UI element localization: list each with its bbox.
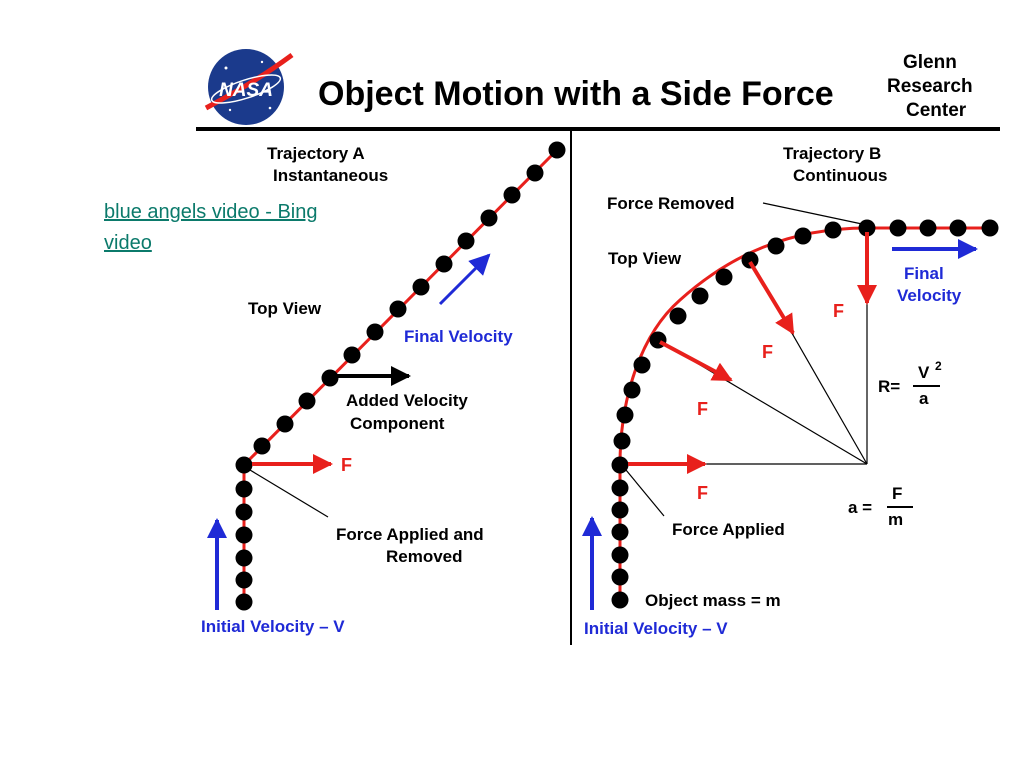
force-label-b-4: F	[697, 483, 708, 503]
center-label: Center	[906, 100, 967, 121]
initial-velocity-label-a: Initial Velocity – V	[201, 617, 345, 636]
initial-velocity-label-b: Initial Velocity – V	[584, 619, 728, 638]
accel-equation-lhs: a =	[848, 498, 872, 517]
radius-equation-numerator: V	[918, 363, 930, 382]
force-removed-pointer	[762, 202, 863, 225]
final-velocity-arrow-a	[438, 253, 491, 306]
trajectory-b-dots	[611, 219, 999, 609]
force-removed-label: Force Removed	[607, 194, 735, 213]
final-velocity-label-a: Final Velocity	[404, 327, 513, 346]
trajectory-b-heading: Trajectory B	[783, 144, 881, 163]
force-label-b-2: F	[762, 342, 773, 362]
force-applied-label-a: Force Applied and	[336, 525, 484, 544]
radius-equation-exponent: 2	[935, 359, 942, 373]
trajectory-a-heading: Trajectory A	[267, 144, 365, 163]
trajectory-a-dots	[235, 141, 566, 611]
added-velocity-label-2: Component	[350, 414, 445, 433]
trajectory-b-subheading: Continuous	[793, 166, 887, 185]
page-title: Object Motion with a Side Force	[318, 75, 834, 113]
top-view-label-a: Top View	[248, 299, 322, 318]
force-applied-pointer-b	[625, 469, 665, 517]
glenn-label: Glenn	[903, 52, 957, 73]
force-applied-label-b: Force Applied	[672, 520, 785, 539]
trajectory-b-panel: Trajectory B Continuous	[582, 144, 999, 638]
radius-equation-denominator: a	[919, 389, 929, 408]
top-view-label-b: Top View	[608, 249, 682, 268]
force-label-a: F	[341, 455, 352, 475]
accel-equation-numerator: F	[892, 484, 902, 503]
trajectory-a-panel: Trajectory A Instantaneous	[201, 141, 566, 636]
video-link[interactable]: blue angels video - Bing video	[104, 201, 318, 254]
accel-equation-denominator: m	[888, 510, 903, 529]
research-label: Research	[887, 76, 973, 97]
final-velocity-label-b: Final	[904, 264, 944, 283]
radius-equation-lhs: R=	[878, 377, 900, 396]
object-mass-label: Object mass = m	[645, 591, 781, 610]
force-applied-label-a-2: Removed	[386, 547, 463, 566]
nasa-logo: NASA	[204, 49, 294, 125]
trajectory-a-subheading: Instantaneous	[273, 166, 388, 185]
force-label-b-1: F	[833, 301, 844, 321]
force-applied-pointer-a	[249, 469, 329, 518]
trajectory-b-path	[618, 226, 990, 600]
force-label-b-3: F	[697, 399, 708, 419]
force-arrow-b-diag-2	[659, 340, 733, 382]
final-velocity-label-b-2: Velocity	[897, 286, 962, 305]
added-velocity-label: Added Velocity	[346, 391, 468, 410]
force-arrow-b-diag-1	[748, 260, 795, 335]
nasa-logo-text: NASA	[219, 80, 273, 101]
